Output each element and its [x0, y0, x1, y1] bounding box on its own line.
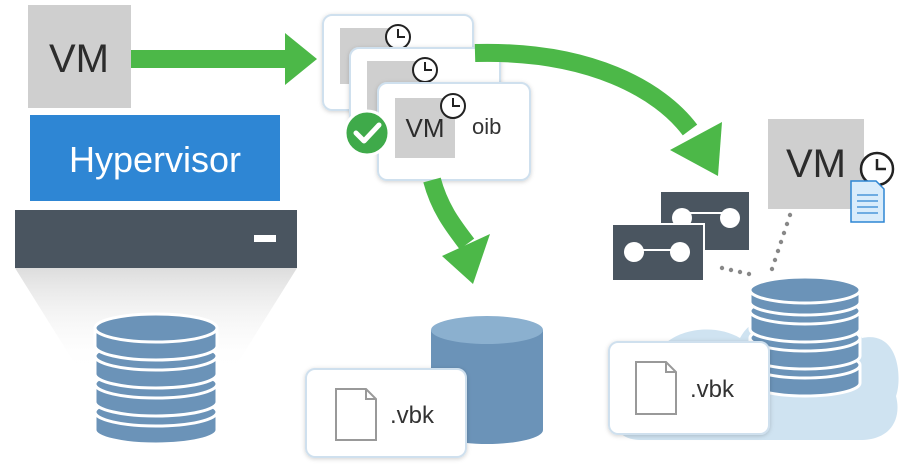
document-icon	[850, 180, 885, 223]
restore-point-suffix: oib	[472, 114, 501, 139]
check-icon	[343, 109, 391, 157]
cloud-file-card: .vbk	[608, 341, 770, 435]
restore-point-vm-label: VM	[406, 113, 445, 143]
backup-arrow	[131, 33, 317, 85]
hypervisor-label: Hypervisor	[69, 139, 241, 180]
source-vm: VM	[28, 5, 131, 108]
cloud-vm: VM	[768, 119, 895, 223]
source-vm-label: VM	[49, 37, 109, 81]
restore-point-card-front: VM oib	[377, 82, 531, 181]
clock-icon	[859, 151, 895, 187]
source-database-icon	[93, 312, 219, 446]
cloud-vm-label: VM	[786, 142, 846, 186]
document-icon	[335, 388, 377, 441]
dotted-connector	[719, 212, 793, 277]
server	[15, 210, 297, 268]
clock-icon	[385, 24, 411, 50]
document-icon	[635, 361, 677, 415]
tape-icon	[611, 223, 705, 282]
offsite-copy-arrow	[474, 43, 722, 176]
clock-icon	[412, 57, 438, 83]
clock-icon	[440, 93, 466, 119]
local-copy-arrow	[423, 177, 490, 284]
server-indicator	[254, 235, 276, 242]
restore-point-stack: VM oib	[322, 14, 531, 181]
local-file-label: .vbk	[390, 402, 435, 429]
cloud-file-label: .vbk	[690, 376, 735, 403]
hypervisor-bar: Hypervisor	[30, 115, 280, 201]
local-file-card: .vbk	[305, 368, 467, 458]
